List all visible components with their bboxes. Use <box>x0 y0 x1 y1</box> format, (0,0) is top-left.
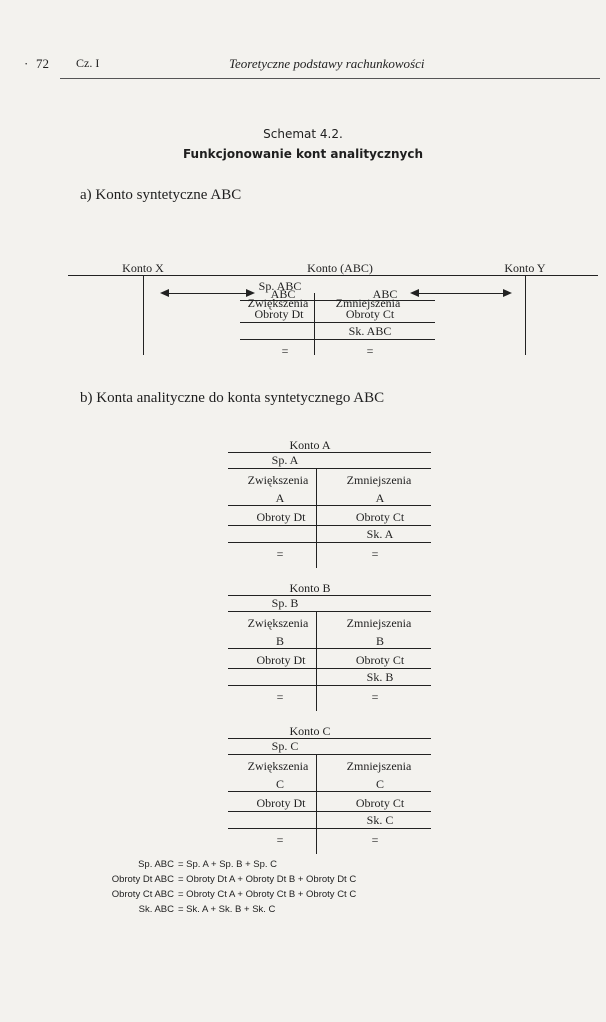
account-b-title: Konto B <box>289 581 331 595</box>
account-a-rule-closing <box>228 542 431 543</box>
account-b-increases-label: Zwiększenia <box>247 616 309 630</box>
account-b-decreases-label: Zmniejszenia <box>346 616 412 630</box>
account-a-credit-letter: A <box>375 491 385 505</box>
account-c-title: Konto C <box>289 724 331 738</box>
account-c-debit-letter: C <box>275 777 284 791</box>
konto-x-divider <box>143 275 144 355</box>
account-b-rule-closing <box>228 685 431 686</box>
konto-abc-label: Konto (ABC) <box>307 261 373 275</box>
credit-abc: ABC <box>372 287 398 301</box>
account-b-closing-balance: Sk. B <box>366 670 394 684</box>
account-a-top-rule <box>228 452 431 453</box>
t-account-top-rule <box>68 275 598 276</box>
account-a-opening-balance: Sp. A <box>271 453 299 467</box>
header-rule <box>60 78 600 79</box>
closing-balance: Sk. ABC <box>348 324 392 338</box>
analytic-account-b: Konto B Sp. B Zwiększenia Zmniejszenia B… <box>0 575 606 715</box>
account-a-equals-right: = <box>371 547 379 561</box>
account-a-rule-changes <box>228 505 431 506</box>
konto-x-label: Konto X <box>122 261 164 275</box>
figure-number: Schemat 4.2. <box>263 127 343 141</box>
account-b-center-divider <box>316 611 317 711</box>
account-a-rule-turnover <box>228 525 431 526</box>
account-a-rule-opening <box>228 468 431 469</box>
account-a-debit-turnover: Obroty Dt <box>256 510 306 524</box>
account-c-rule-closing <box>228 828 431 829</box>
account-b-top-rule <box>228 595 431 596</box>
equation-lhs: Obroty Ct ABC <box>111 889 174 900</box>
decreases-label: Zmniejszenia <box>335 296 401 310</box>
debit-abc: ABC <box>270 287 296 301</box>
rule-turnover <box>240 322 435 323</box>
account-a-title: Konto A <box>289 438 331 452</box>
account-a-decreases-label: Zmniejszenia <box>346 473 412 487</box>
arrow-left-icon <box>160 289 169 297</box>
account-b-rule-turnover <box>228 668 431 669</box>
account-c-closing-balance: Sk. C <box>366 813 394 827</box>
analytic-account-c: Konto C Sp. C Zwiększenia Zmniejszenia C… <box>0 718 606 858</box>
account-c-rule-turnover <box>228 811 431 812</box>
figure-title: Funkcjonowanie kont analitycznych <box>182 147 424 161</box>
equals-left: = <box>281 344 289 358</box>
account-c-debit-turnover: Obroty Dt <box>256 796 306 810</box>
page-number: 72 <box>36 56 49 71</box>
account-b-rule-changes <box>228 648 431 649</box>
section-a-label: a) Konto syntetyczne ABC <box>80 187 242 203</box>
equation-lhs: Sp. ABC <box>138 859 174 870</box>
account-a-debit-letter: A <box>275 491 285 505</box>
account-c-credit-turnover: Obroty Ct <box>355 796 405 810</box>
account-a-increases-label: Zwiększenia <box>247 473 309 487</box>
account-c-equals-left: = <box>276 833 284 847</box>
account-b-debit-letter: B <box>275 634 284 648</box>
account-b-opening-balance: Sp. B <box>271 596 299 610</box>
account-c-top-rule <box>228 738 431 739</box>
part-label: Cz. I <box>76 56 100 70</box>
account-c-credit-letter: C <box>375 777 384 791</box>
equals-right: = <box>366 344 374 358</box>
rule-increase <box>240 300 435 301</box>
debit-turnover: Obroty Dt <box>254 307 304 321</box>
equation-lhs: Obroty Dt ABC <box>111 874 174 885</box>
credit-turnover: Obroty Ct <box>345 307 395 321</box>
opening-balance: Sp. ABC <box>258 279 302 293</box>
rule-closing <box>240 339 435 340</box>
analytic-account-a: Konto A Sp. A Zwiększenia Zmniejszenia A… <box>0 432 606 572</box>
account-b-rule-opening <box>228 611 431 612</box>
konto-abc-divider <box>314 293 315 355</box>
account-c-increases-label: Zwiększenia <box>247 759 309 773</box>
account-a-closing-balance: Sk. A <box>366 527 394 541</box>
account-b-debit-turnover: Obroty Dt <box>256 653 306 667</box>
equation-lhs: Sk. ABC <box>138 904 174 915</box>
account-a-center-divider <box>316 468 317 568</box>
account-a-credit-turnover: Obroty Ct <box>355 510 405 524</box>
arrow-shaft-in <box>165 293 250 294</box>
equation-rhs: = Sp. A + Sp. B + Sp. C <box>178 859 278 870</box>
account-c-opening-balance: Sp. C <box>271 739 299 753</box>
equation-rhs: = Obroty Ct A + Obroty Ct B + Obroty Ct … <box>178 889 357 900</box>
account-b-equals-left: = <box>276 690 284 704</box>
account-c-rule-changes <box>228 791 431 792</box>
account-c-equals-right: = <box>371 833 379 847</box>
account-b-equals-right: = <box>371 690 379 704</box>
arrow-left-icon <box>410 289 419 297</box>
account-b-credit-letter: B <box>375 634 384 648</box>
account-c-center-divider <box>316 754 317 854</box>
arrow-right-icon <box>503 289 512 297</box>
account-c-rule-opening <box>228 754 431 755</box>
arrow-right-icon <box>246 289 255 297</box>
konto-y-label: Konto Y <box>504 261 546 275</box>
equation-rhs: = Sk. A + Sk. B + Sk. C <box>178 904 276 915</box>
account-c-decreases-label: Zmniejszenia <box>346 759 412 773</box>
increases-label: Zwiększenia <box>247 296 309 310</box>
section-b-label: b) Konta analityczne do konta syntetyczn… <box>80 390 385 406</box>
account-a-equals-left: = <box>276 547 284 561</box>
equation-rhs: = Obroty Dt A + Obroty Dt B + Obroty Dt … <box>178 874 357 885</box>
arrow-shaft-out <box>415 293 505 294</box>
konto-y-divider <box>525 275 526 355</box>
account-b-credit-turnover: Obroty Ct <box>355 653 405 667</box>
running-title: Teoretyczne podstawy rachunkowości <box>229 56 425 71</box>
